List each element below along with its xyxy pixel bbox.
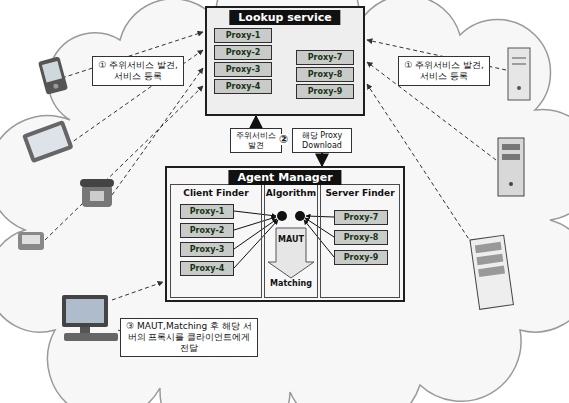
proxy-name: Proxy-4: [226, 82, 261, 91]
proxy-name: Proxy-2: [190, 226, 225, 235]
group-box: Proxy-1Proxy-2Proxy-3Proxy-4 Proxy-7Proxy…: [205, 6, 365, 116]
proxy-name: Proxy-8: [308, 70, 343, 79]
proxy-box: Proxy-3: [214, 62, 272, 77]
phone-device: [80, 179, 114, 207]
pda-device: [38, 56, 68, 95]
group-box: Proxy-1Proxy-2Proxy-3Proxy-4 Client Finde…: [165, 166, 405, 302]
proxy-name: Proxy-3: [226, 65, 261, 74]
box-heading: Server Finder: [321, 188, 399, 198]
callout-text: ③ MAUT,Matching 후 해당 서버의 프록시를 클라이언트에게 전달: [121, 321, 257, 353]
panel-box: Proxy-7Proxy-8Proxy-9 Server Finder: [320, 184, 400, 298]
proxy-name: Proxy-1: [190, 207, 225, 216]
proxy-box: Proxy-4: [214, 79, 272, 94]
tablet-device: [22, 120, 74, 163]
proxy-box: Proxy-9: [334, 250, 388, 265]
step-box: 주위서비스 발견: [230, 128, 282, 153]
box-heading: Lookup service: [229, 10, 340, 25]
proxy-box: Proxy-2: [214, 45, 272, 60]
proxy-box: Proxy-8: [334, 230, 388, 245]
proxy-name: Proxy-7: [344, 213, 379, 222]
box-text: Matching: [265, 279, 317, 288]
callout-box: ① 주위서비스 발견, 서비스 등록: [398, 56, 490, 86]
panel-box: AlgorithmMAUT Matching: [264, 184, 318, 298]
proxy-name: Proxy-1: [226, 31, 261, 40]
box-heading: Agent Manager: [228, 170, 341, 185]
lookup-ground: [205, 6, 365, 116]
proxy-name: Proxy-8: [344, 233, 379, 242]
proxy-feed-lines: [234, 211, 334, 268]
box-text: MAUT: [265, 235, 317, 244]
step-box: 해당 Proxy Download: [292, 128, 352, 153]
flow-arrow: [255, 116, 257, 128]
box-text: 해당 Proxy Download: [293, 131, 351, 149]
desktop-computer: [62, 295, 118, 341]
server-tower: [498, 138, 524, 196]
proxy-name: Proxy-3: [190, 245, 225, 254]
proxy-box: Proxy-7: [296, 50, 354, 65]
callout-box: ① 주위서비스 발견, 서비스 등록: [92, 56, 184, 86]
panel-box: Proxy-1Proxy-2Proxy-3Proxy-4 Client Finde…: [170, 184, 262, 298]
registration-lines: [45, 32, 506, 333]
server-match-dot: [295, 211, 305, 221]
server-rack: [470, 235, 513, 309]
box-heading: Algorithm: [265, 188, 317, 198]
proxy-box: Proxy-1: [180, 204, 234, 219]
callout-text: ① 주위서비스 발견, 서비스 등록: [93, 60, 183, 82]
server-tower: [508, 48, 530, 100]
proxy-box: Proxy-9: [296, 84, 354, 99]
proxy-box: Proxy-1: [214, 28, 272, 43]
handset-device: [18, 232, 44, 250]
proxy-box: Proxy-3: [180, 242, 234, 257]
proxy-name: Proxy-7: [308, 53, 343, 62]
proxy-box: Proxy-8: [296, 67, 354, 82]
flow-arrow: [321, 153, 323, 166]
box-text: 주위서비스 발견: [231, 131, 281, 149]
proxy-box: Proxy-2: [180, 223, 234, 238]
proxy-name: Proxy-9: [308, 87, 343, 96]
proxy-name: Proxy-2: [226, 48, 261, 57]
callout-box: ③ MAUT,Matching 후 해당 서버의 프록시를 클라이언트에게 전달: [120, 318, 258, 357]
callout-text: ① 주위서비스 발견, 서비스 등록: [399, 60, 489, 82]
proxy-box: Proxy-7: [334, 210, 388, 225]
proxy-name: Proxy-9: [344, 253, 379, 262]
box-heading: Client Finder: [171, 188, 261, 198]
callout-number: ②: [279, 134, 288, 145]
proxy-name: Proxy-4: [190, 264, 225, 273]
proxy-box: Proxy-4: [180, 261, 234, 276]
client-match-dot: [277, 211, 287, 221]
